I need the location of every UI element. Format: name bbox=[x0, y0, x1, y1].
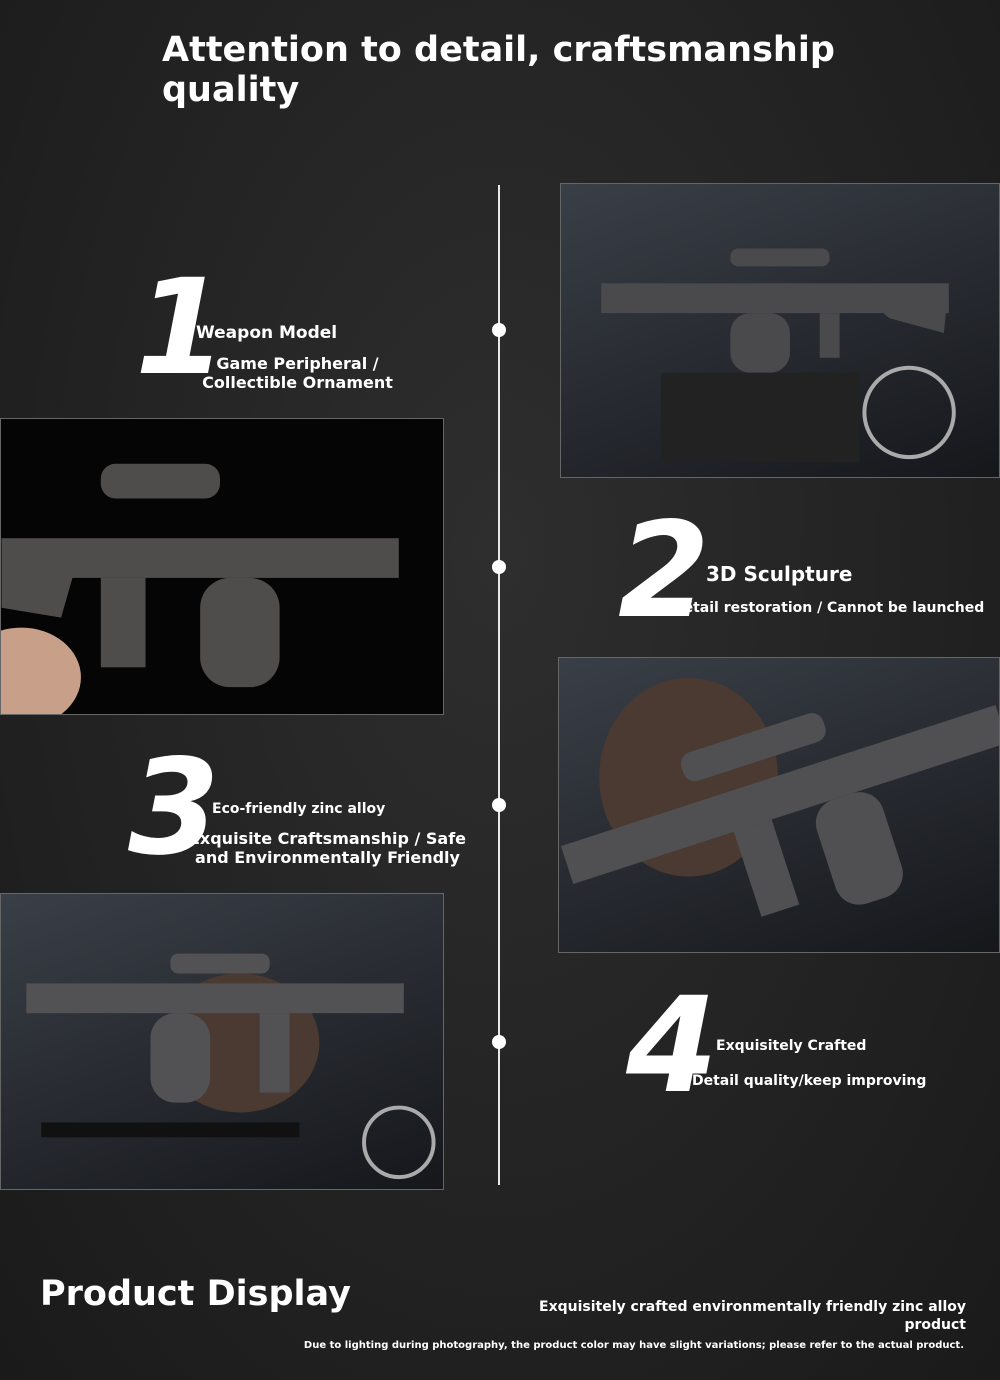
feature-heading: Exquisitely Crafted bbox=[716, 1038, 867, 1054]
feature-number: 2 bbox=[618, 494, 710, 648]
feature-number: 1 bbox=[135, 251, 227, 405]
product-photo-stand bbox=[560, 183, 1000, 478]
page-title: Attention to detail, craftsmanship quali… bbox=[162, 30, 835, 110]
feature-subtitle: Detail quality/keep improving bbox=[692, 1073, 927, 1089]
timeline-dot bbox=[492, 798, 506, 812]
timeline-dot bbox=[492, 1035, 506, 1049]
feature-subtitle: Exquisite Craftsmanship / Safe and Envir… bbox=[188, 829, 467, 867]
feature-number: 3 bbox=[128, 731, 220, 885]
timeline-dot bbox=[492, 560, 506, 574]
product-tagline: Exquisitely crafted environmentally frie… bbox=[539, 1299, 966, 1333]
feature-subtitle: Game Peripheral / Collectible Ornament bbox=[202, 354, 393, 392]
feature-heading: Weapon Model bbox=[196, 323, 338, 343]
product-display-heading: Product Display bbox=[40, 1274, 351, 1314]
feature-subtitle: Detail restoration / Cannot be launched bbox=[672, 600, 985, 616]
timeline-dot bbox=[492, 323, 506, 337]
feature-number: 4 bbox=[626, 969, 718, 1123]
product-photo-display bbox=[0, 893, 444, 1190]
product-photo-rock bbox=[558, 657, 1000, 953]
color-disclaimer: Due to lighting during photography, the … bbox=[303, 1340, 964, 1351]
feature-heading: Eco-friendly zinc alloy bbox=[212, 801, 386, 817]
feature-heading: 3D Sculpture bbox=[706, 562, 853, 586]
timeline-line bbox=[498, 185, 500, 1185]
product-photo-hand bbox=[0, 418, 444, 715]
